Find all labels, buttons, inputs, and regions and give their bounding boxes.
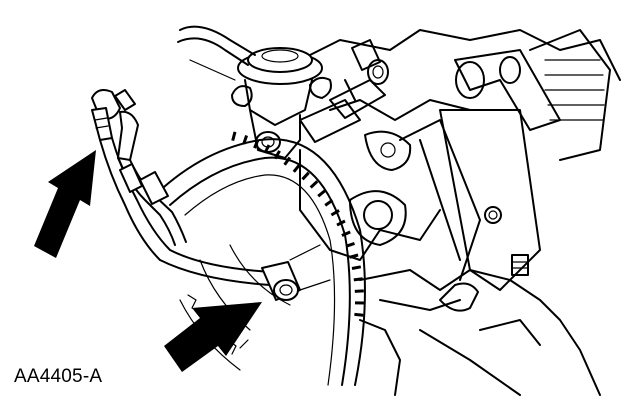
tube-fitting-lower — [261, 261, 301, 301]
gear-tooth — [231, 131, 237, 141]
gear-tooth — [351, 265, 362, 270]
flywheel — [149, 138, 366, 386]
gear-tooth — [283, 156, 292, 166]
vacuum-hose — [177, 25, 256, 81]
gear-tooth — [336, 219, 346, 227]
tube-fitting-upper — [91, 89, 139, 161]
gear-tooth — [317, 189, 327, 198]
ring-gear-teeth — [231, 131, 365, 317]
gear-tooth — [292, 163, 301, 173]
callout-arrow-upper — [34, 150, 96, 258]
gear-tooth — [354, 289, 364, 293]
figure-label: AA4405-A — [14, 366, 103, 387]
egr-valve — [231, 47, 332, 159]
engine-block — [289, 29, 621, 396]
egr-tube-fitting — [299, 39, 389, 143]
gear-tooth — [301, 171, 310, 181]
gear-tooth — [345, 241, 355, 248]
gear-tooth — [354, 312, 364, 317]
gear-tooth — [324, 198, 334, 207]
callout-arrow-lower — [164, 302, 262, 372]
tube-assembly — [99, 137, 273, 286]
gear-tooth — [242, 135, 249, 145]
gear-tooth — [330, 209, 340, 217]
gear-tooth — [309, 180, 319, 189]
gear-tooth — [341, 230, 351, 237]
